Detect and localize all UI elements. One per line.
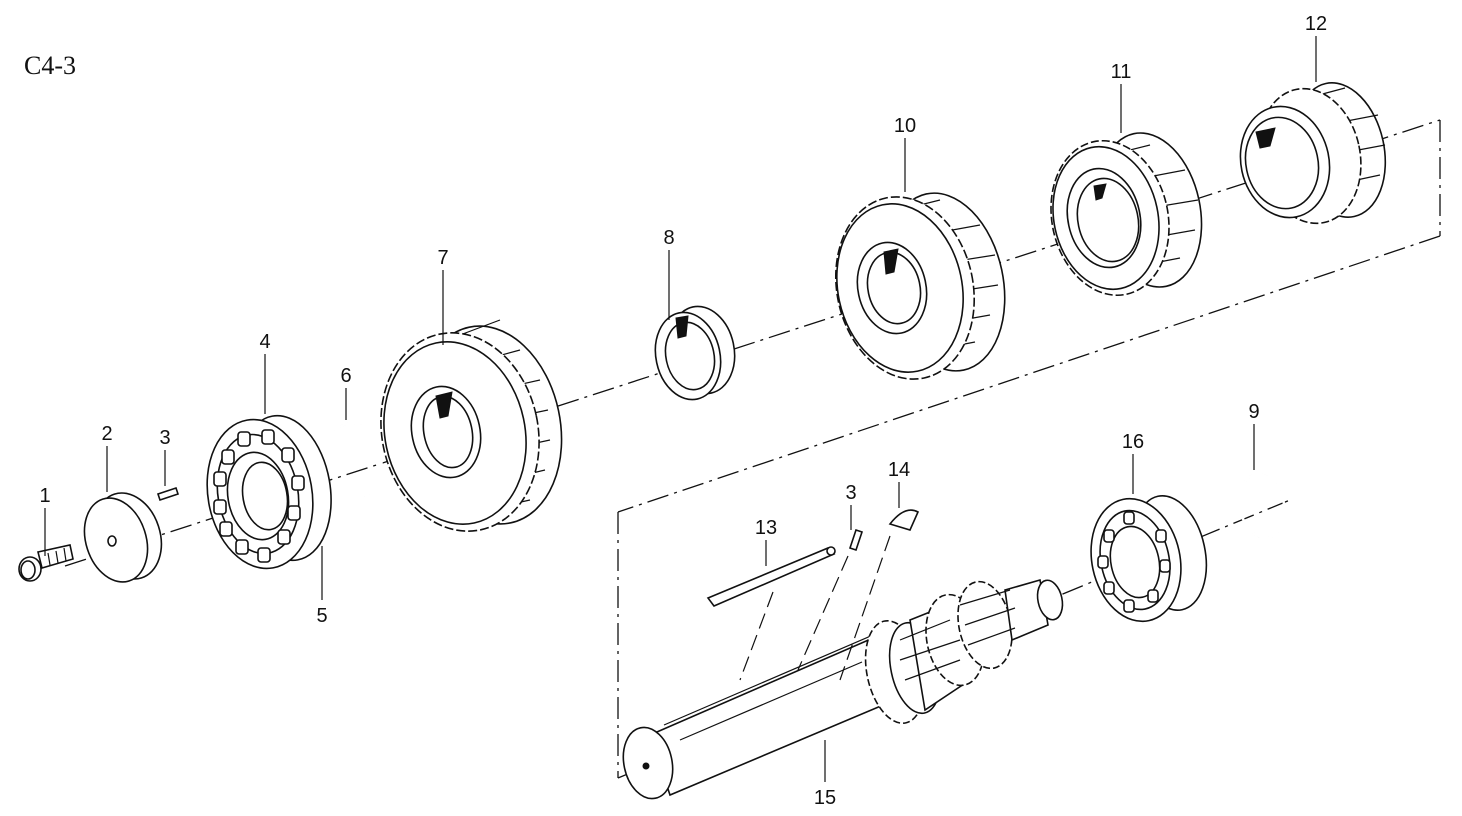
assembly-guide-lines — [739, 535, 891, 681]
callout-4: 4 — [259, 331, 270, 353]
callout-10: 10 — [894, 115, 916, 137]
callout-2: 2 — [101, 423, 112, 445]
part-14-woodruff-key — [888, 509, 920, 531]
callout-6: 6 — [340, 365, 351, 387]
callout-8: 8 — [663, 227, 674, 249]
callout-13: 13 — [755, 517, 777, 539]
part-2-end-cap — [83, 492, 163, 583]
callout-16: 16 — [1122, 431, 1144, 453]
callout-3-left: 3 — [159, 427, 170, 449]
diagram-title: C4-3 — [24, 51, 76, 80]
callout-12: 12 — [1305, 13, 1327, 35]
callout-11: 11 — [1111, 61, 1132, 83]
part-12-gear — [1239, 82, 1387, 225]
part-4-roller-bearing — [206, 414, 332, 570]
part-7-large-gear — [380, 319, 563, 532]
leader-lines — [44, 36, 1317, 782]
part-8-collar — [654, 305, 736, 401]
callout-7: 7 — [437, 247, 448, 269]
callout-1: 1 — [39, 485, 50, 507]
part-16-ball-bearing — [1090, 495, 1208, 623]
part-6-snap-ring — [327, 422, 383, 498]
part-3-pin-left — [156, 486, 180, 502]
callout-labels: 1 2 3 4 5 6 7 8 9 10 11 12 13 14 15 16 3 — [39, 13, 1327, 809]
callout-14: 14 — [888, 459, 910, 481]
part-11-gear — [1050, 132, 1203, 297]
callout-5: 5 — [316, 605, 327, 627]
part-10-gear — [834, 192, 1006, 380]
part-13-rod — [706, 546, 836, 607]
part-1-bolt — [18, 544, 74, 582]
part-9-snap-ring — [1238, 473, 1286, 539]
callout-15: 15 — [814, 787, 836, 809]
part-3-pin-right — [848, 528, 864, 552]
callout-3-right: 3 — [845, 482, 856, 504]
callout-9: 9 — [1248, 401, 1259, 423]
part-15-main-shaft — [622, 578, 1064, 800]
